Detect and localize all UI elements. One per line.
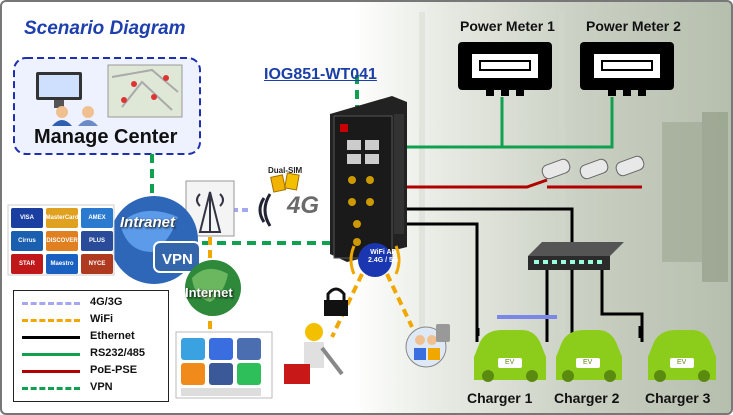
diagram-title: Scenario Diagram	[24, 18, 186, 39]
payment-card-tile: Cirrus	[11, 231, 43, 251]
payment-card-tile: NYCE	[81, 254, 113, 274]
poe-links	[407, 178, 642, 189]
power-meter-2-label: Power Meter 2	[586, 18, 681, 34]
legend-swatch	[22, 387, 80, 390]
ip-camera-icon	[541, 155, 645, 180]
charger-1-badge: EV	[505, 359, 515, 366]
legend-item: RS232/485	[14, 347, 168, 361]
network-switch-icon	[528, 242, 624, 270]
charger-2-label: Charger 2	[554, 390, 620, 406]
wifi-ap-icon	[349, 243, 401, 277]
cellular-label: 4G	[287, 192, 320, 219]
legend-label: RS232/485	[90, 347, 146, 359]
lock-icon	[324, 287, 348, 316]
wifi-ap-name: WiFi AP	[370, 249, 397, 256]
gateway-device	[330, 96, 407, 262]
ethernet-links	[407, 207, 644, 342]
payment-card-tile: DISCOVER	[46, 231, 78, 251]
dual-sim-label: Dual-SIM	[268, 166, 303, 175]
maintenance-worker-icon	[284, 323, 344, 384]
map-icon	[107, 64, 183, 118]
legend-swatch	[22, 353, 80, 356]
wifi-ap-label: WiFi AP 2.4G / 5G	[368, 249, 398, 265]
intranet-label: Intranet	[120, 214, 176, 231]
payment-card-tile: MasterCard	[46, 208, 78, 228]
legend-label: WiFi	[90, 313, 114, 325]
charger-2-icon	[556, 330, 622, 382]
legend-item: PoE-PSE	[14, 364, 168, 378]
charger-3-icon	[638, 326, 716, 382]
charger-2-badge: EV	[583, 359, 593, 366]
charger-1-label: Charger 1	[467, 390, 533, 406]
manage-center-label: Manage Center	[34, 126, 178, 148]
legend-item: 4G/3G	[14, 296, 168, 310]
mobile-users-icon	[405, 324, 450, 368]
legend-label: 4G/3G	[90, 296, 123, 308]
payment-card-tile: AMEX	[81, 208, 113, 228]
legend-item: VPN	[14, 381, 168, 395]
legend-swatch	[22, 370, 80, 373]
cell-tower-icon	[196, 191, 224, 233]
payment-card-tile: Maestro	[46, 254, 78, 274]
payment-card-tile: PLUS	[81, 231, 113, 251]
legend-label: PoE-PSE	[90, 364, 138, 376]
legend-swatch	[22, 302, 80, 305]
social-apps-panel	[175, 331, 273, 399]
payment-card-tile: VISA	[11, 208, 43, 228]
legend-swatch	[22, 319, 80, 322]
monitor-icon	[36, 72, 82, 108]
wifi-ap-bands: 2.4G / 5G	[368, 257, 399, 264]
charger-3-label: Charger 3	[645, 390, 711, 406]
sim-card-icon	[270, 172, 300, 193]
rs485-links	[407, 97, 614, 149]
legend-item: Ethernet	[14, 330, 168, 344]
legend-swatch	[22, 336, 80, 339]
device-model-label: IOG851-WT041	[264, 66, 377, 83]
legend-label: VPN	[90, 381, 113, 393]
power-meter-1	[458, 42, 552, 96]
vpn-badge	[153, 241, 201, 273]
payment-card-tile: STAR	[11, 254, 43, 274]
charger-1-icon	[474, 328, 546, 382]
background-scene	[419, 12, 728, 342]
internet-label: Internet	[185, 285, 233, 300]
legend-label: Ethernet	[90, 330, 135, 342]
charger-3-badge: EV	[677, 359, 687, 366]
legend-item: WiFi	[14, 313, 168, 327]
operator-icon	[52, 106, 98, 126]
signal-wave-icon	[258, 193, 272, 227]
vpn-label: VPN	[162, 251, 193, 268]
power-meter-1-label: Power Meter 1	[460, 18, 555, 34]
power-meter-2	[580, 42, 674, 96]
